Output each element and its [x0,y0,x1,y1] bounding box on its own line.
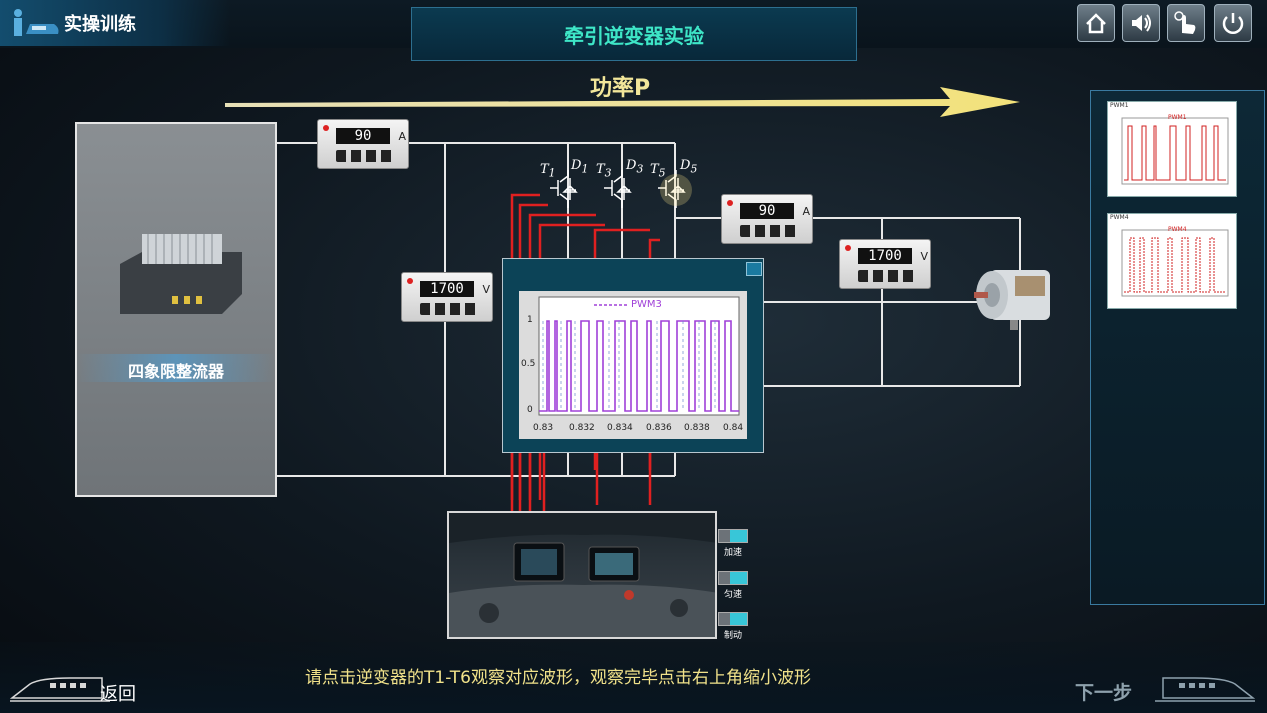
pwm-waveform-chart: PWM3 1 0.5 0 0.83 0.832 0.834 0.836 0.83… [519,291,747,439]
train-icon [1155,677,1255,702]
interaction-button[interactable] [1167,4,1205,42]
train-icon [10,677,110,702]
next-label: 下一步 [1075,682,1133,704]
home-icon [1086,13,1106,34]
input-current-meter: 90 A [317,119,409,169]
traction-motor-image [974,270,1050,330]
back-label: 返回 [100,684,136,705]
power-flow-arrow [225,87,1020,117]
power-icon [1222,13,1244,34]
diode-d3-label: D3 [626,158,644,176]
brake-label: 制动 [724,631,743,641]
speaker-icon [1132,14,1151,32]
page-title-box: 牵引逆变器实验 [411,7,857,61]
chart-legend: PWM3 [631,299,662,310]
pwm3-series-line [539,320,739,412]
diode-d1-label: D1 [571,158,589,176]
driver-cab-view [447,511,717,639]
constant-speed-label: 匀速 [724,590,743,600]
constant-speed-toggle[interactable] [718,571,748,585]
accelerate-toggle[interactable] [718,529,748,543]
popup-minimize-button[interactable] [746,262,762,276]
x-tick-label: 0.834 [607,423,633,433]
x-tick-label: 0.838 [684,423,710,433]
y-tick-label: 1 [527,315,533,325]
next-button[interactable]: 下一步 [1060,668,1260,708]
instruction-text: 请点击逆变器的T1-T6观察对应波形，观察完毕点击右上角缩小波形 [305,668,811,688]
x-tick-label: 0.836 [646,423,672,433]
x-tick-label: 0.832 [569,423,595,433]
power-label: 功率P [590,76,651,101]
page-title: 牵引逆变器实验 [564,24,704,48]
pwm1-thumbnail[interactable]: PWM1 PWM1 [1107,101,1237,197]
switch-t1-label[interactable]: T1 [540,162,556,180]
brake-toggle[interactable] [718,612,748,626]
switch-t3-label[interactable]: T3 [596,162,612,180]
rectifier-label: 四象限整流器 [127,362,224,381]
sound-button[interactable] [1122,4,1160,42]
exit-button[interactable] [1214,4,1252,42]
home-button[interactable] [1077,4,1115,42]
switch-t5-label[interactable]: T5 [650,162,666,180]
dc-voltage-meter: 1700 V [401,272,493,322]
train-operator-icon [14,9,59,36]
diode-d5-label: D5 [680,158,698,176]
x-tick-label: 0.83 [533,423,554,433]
waveform-thumbnail-panel: PWM1 PWM1 PWM4 PWM4 [1090,90,1265,605]
bottom-bar [0,642,1267,713]
waveform-popup: PWM3 1 0.5 0 0.83 0.832 0.834 0.836 0.83… [502,258,764,453]
pwm4-thumbnail[interactable]: PWM4 PWM4 [1107,213,1237,309]
back-button[interactable]: 返回 [10,668,170,708]
x-tick-label: 0.84 [723,423,744,433]
brand-title: 实操训练 [64,14,136,35]
output-voltage-meter: 1700 V [839,239,931,289]
hand-pointer-icon [1174,11,1196,34]
y-tick-label: 0.5 [521,359,536,369]
inverter-bridge: T1 D1 T3 D3 T5 D5 [538,158,698,214]
brand-area: 实操训练 [0,0,230,46]
accelerate-label: 加速 [724,548,743,558]
output-current-meter: 90 A [721,194,813,244]
rectifier-device-image [120,234,242,314]
igbt-symbols [550,170,692,208]
y-tick-label: 0 [527,405,533,415]
rectifier-panel[interactable]: 四象限整流器 [75,122,277,497]
